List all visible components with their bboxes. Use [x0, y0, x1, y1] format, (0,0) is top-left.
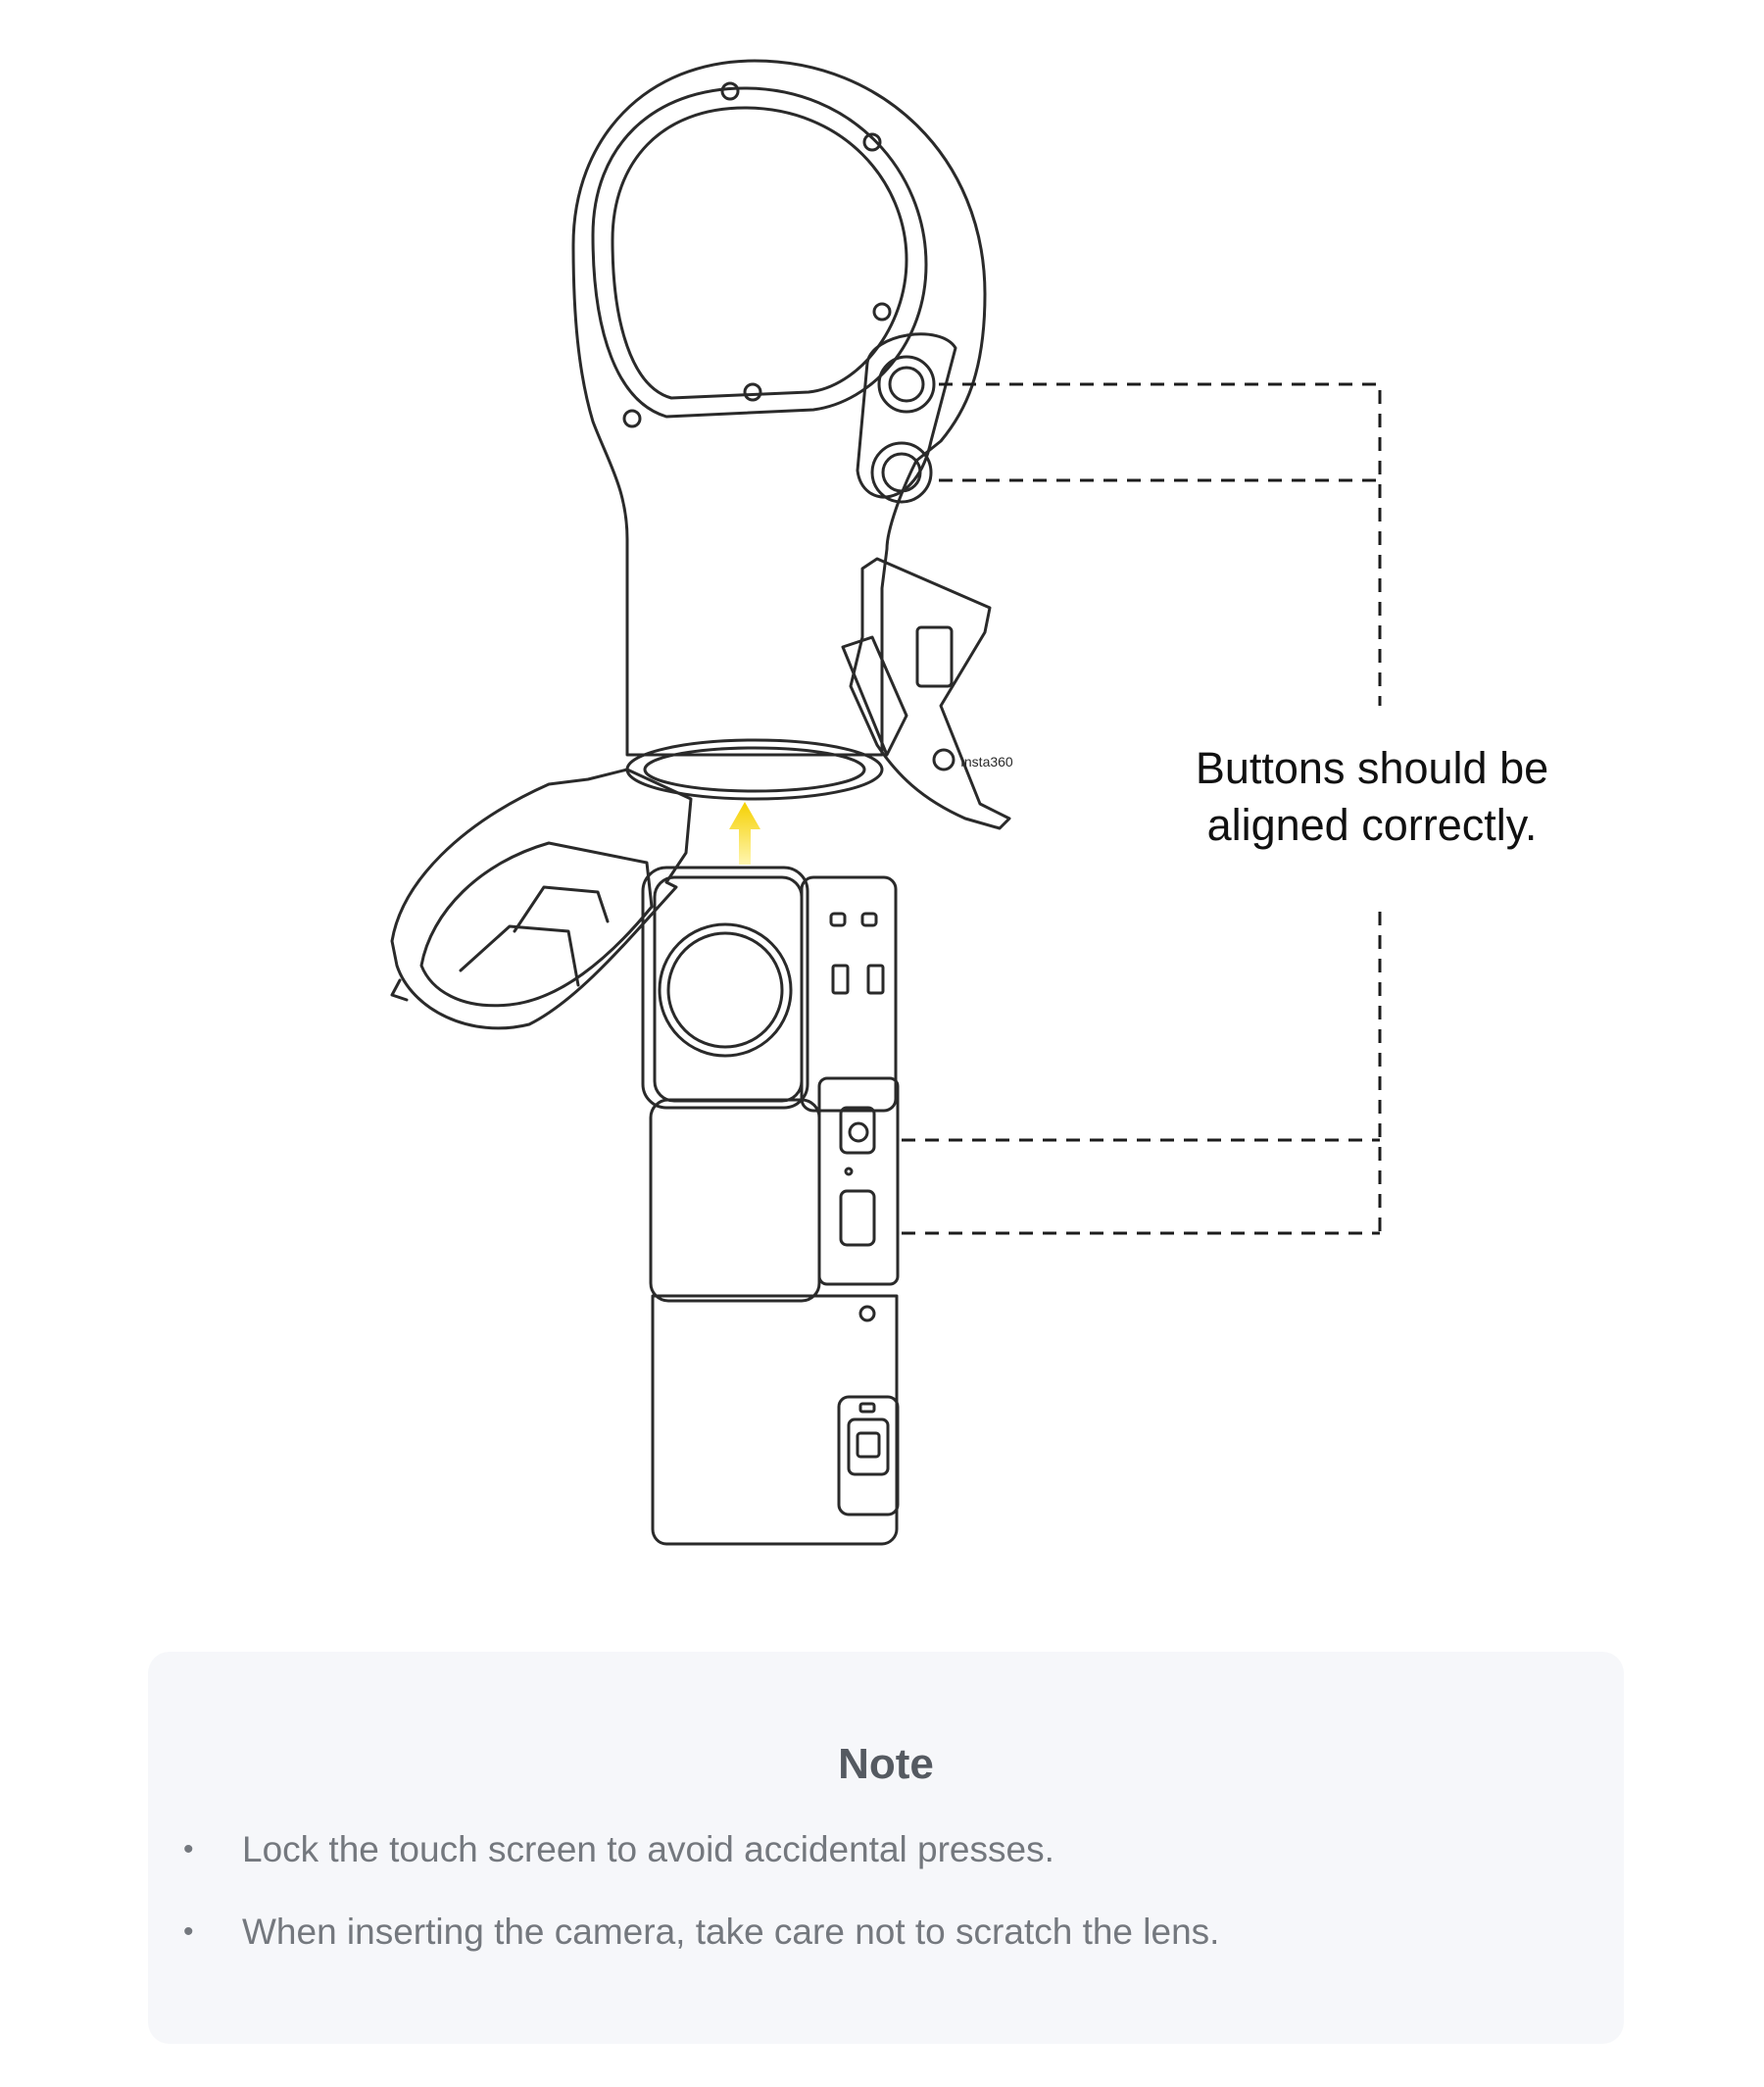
alignment-callout-lines: [902, 382, 1382, 1235]
callout-line-2: aligned correctly.: [1206, 800, 1538, 850]
svg-text:Insta360: Insta360: [960, 754, 1013, 770]
bullet-icon: •: [183, 1915, 194, 1948]
callout-line-1: Buttons should be: [1195, 743, 1549, 793]
bullet-icon: •: [183, 1833, 194, 1865]
note-title: Note: [838, 1740, 934, 1788]
button-alignment-callout: Buttons should be aligned correctly.: [1107, 740, 1637, 854]
note-card: Note • Lock the touch screen to avoid ac…: [148, 1652, 1624, 2044]
assembly-illustration: Insta360: [390, 59, 1382, 1546]
note-text: When inserting the camera, take care not…: [242, 1912, 1220, 1952]
insert-arrow-icon: [729, 802, 760, 865]
dive-case-drawing: Insta360: [390, 59, 1013, 1546]
note-text: Lock the touch screen to avoid accidenta…: [242, 1829, 1054, 1869]
